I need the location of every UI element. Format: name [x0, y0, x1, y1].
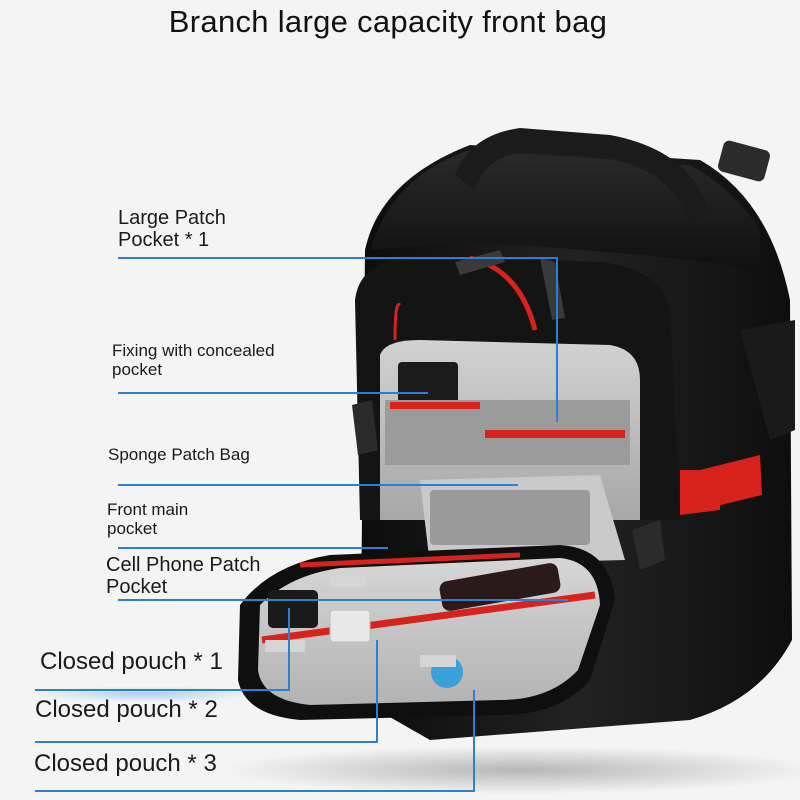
- callout-line: Large Patch: [118, 207, 226, 229]
- callout-cell-phone-patch-pocket: Cell Phone Patch Pocket: [106, 554, 261, 599]
- side-strap: [740, 320, 795, 440]
- side-zipper-pull: [352, 400, 378, 455]
- velcro-pad-3: [420, 655, 456, 667]
- carry-handle: [455, 128, 708, 222]
- floor-shadow: [220, 746, 800, 794]
- callout-large-patch-pocket: Large Patch Pocket * 1: [118, 207, 226, 252]
- front-red-patch: [680, 470, 720, 515]
- leader-line-front-main-pocket: [118, 547, 388, 549]
- leader-line-closed-pouch-3-rise: [473, 690, 475, 792]
- callout-line: pocket: [107, 519, 158, 539]
- callout-line: Fixing with concealed: [112, 341, 275, 360]
- charger-item: [398, 362, 458, 404]
- leader-line-closed-pouch-1-rise: [288, 608, 290, 691]
- callout-line: Pocket: [106, 576, 168, 599]
- callout-line: Front main: [107, 500, 189, 519]
- callout-line: Closed pouch * 2: [35, 696, 218, 723]
- leader-line-large-patch-pocket: [118, 257, 558, 259]
- callout-fixing-concealed-pocket: Fixing with concealed pocket: [112, 341, 275, 379]
- elastic-strap-1: [261, 591, 596, 644]
- red-piping-2: [393, 302, 402, 341]
- leader-line-closed-pouch-2-rise: [376, 640, 378, 743]
- callout-line: pocket: [112, 360, 163, 380]
- red-pocket-trim-2: [485, 430, 625, 438]
- right-zipper-pull: [632, 520, 665, 570]
- callout-closed-pouch-2: Closed pouch * 2: [35, 696, 218, 724]
- callout-front-main-pocket: Front main pocket: [107, 500, 188, 538]
- leader-line-closed-pouch-1: [35, 689, 290, 691]
- sd-card: [329, 609, 371, 643]
- tablet-device: [430, 490, 590, 545]
- callout-line: Closed pouch * 3: [34, 750, 217, 777]
- callout-closed-pouch-1: Closed pouch * 1: [40, 648, 223, 676]
- leader-line-cell-phone-patch-pocket: [118, 599, 568, 601]
- callout-closed-pouch-3: Closed pouch * 3: [34, 750, 217, 778]
- page-title: Branch large capacity front bag: [168, 4, 608, 39]
- zipper-pull-right: [540, 258, 565, 320]
- callout-line: Cell Phone Patch: [106, 554, 261, 576]
- leader-line-large-patch-pocket-drop: [556, 257, 558, 422]
- leader-line-closed-pouch-2: [35, 741, 378, 743]
- phone-device: [439, 563, 561, 611]
- velcro-pad-2: [330, 575, 366, 587]
- elastic-strap-2: [299, 552, 521, 568]
- red-pocket-trim-1: [390, 402, 480, 409]
- charger-block: [268, 590, 318, 628]
- leader-line-fixing-concealed-pocket: [118, 392, 428, 394]
- leader-line-sponge-patch-bag: [118, 484, 518, 486]
- callout-sponge-patch-bag: Sponge Patch Bag: [108, 445, 250, 464]
- side-buckle: [718, 140, 770, 182]
- callout-line: Closed pouch * 1: [40, 648, 223, 675]
- velcro-pad-1: [265, 640, 305, 652]
- zipper-pull-left: [455, 250, 505, 275]
- leader-line-closed-pouch-3: [35, 790, 475, 792]
- callout-line: Sponge Patch Bag: [108, 445, 250, 464]
- callout-line: Pocket * 1: [118, 229, 210, 252]
